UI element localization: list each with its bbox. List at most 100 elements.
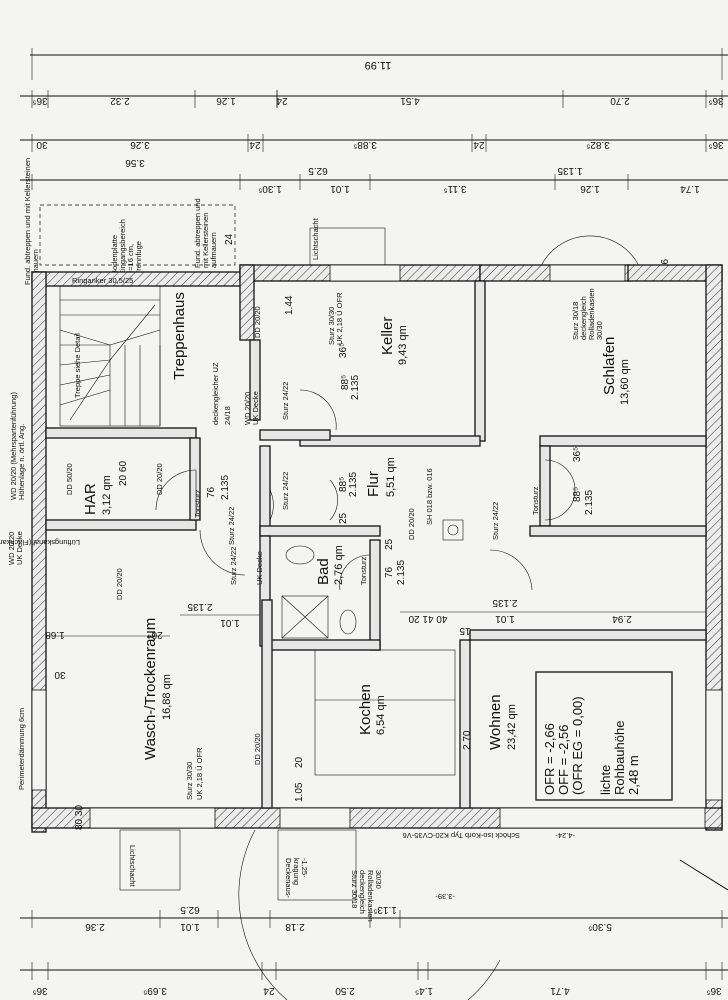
dim-2135-a: 2.135 — [350, 375, 361, 400]
svg-text:Trennfuge: Trennfuge — [134, 241, 143, 275]
dim-2135-c: 2.135 — [348, 472, 359, 497]
dim-row4-f: 1.135 — [557, 165, 582, 176]
note-dim-339: -3.39- — [435, 892, 455, 901]
room-kochen-area: 6,54 qm — [375, 695, 387, 735]
note-sturz-schlafen: Sturz 30/18 — [571, 302, 580, 340]
dim-105: 1.05 — [294, 782, 305, 802]
dim-294: 2.94 — [612, 613, 632, 624]
dim-144: 1.44 — [284, 295, 295, 315]
dim-20-60: 20 60 — [118, 461, 129, 486]
note-fund-left: Fund. abtreppen und mit Kellersteinen — [23, 158, 32, 285]
room-har-label: HAR — [82, 483, 99, 515]
dim-bottom2-g: 36⁵ — [706, 985, 721, 996]
svg-text:Rolladenkasten: Rolladenkasten — [366, 870, 375, 922]
room-keller-label: Keller — [379, 317, 396, 355]
dim-total-width: 11.99 — [365, 59, 392, 71]
room-bad-label: Bad — [315, 558, 332, 585]
svg-text:deckengleich: deckengleich — [358, 870, 367, 914]
note-wd-mehrsparten: WD 20/20 (Mehrspartenführung) — [9, 392, 18, 500]
note-sturz-keller: Sturz 30/30 — [327, 307, 336, 345]
info-rohbauhoehe: Rohbauhöhe — [612, 721, 627, 795]
dim-row4-a: 3.56 — [125, 157, 145, 168]
svg-text:Rolladenkasten: Rolladenkasten — [587, 288, 596, 340]
dim-bottom1-d: 2.18 — [285, 921, 305, 932]
dim-20-4: 20⁴ — [147, 629, 162, 640]
dim-88-c: 88⁵ — [572, 487, 583, 502]
dim-row4-b: 1.30⁵ — [258, 183, 282, 194]
svg-text:kragung: kragung — [292, 858, 301, 885]
svg-text:UK Decke: UK Decke — [255, 551, 264, 585]
top-annotations: Fund. abtreppen und mit Kellersteinen au… — [23, 158, 671, 285]
note-sturz-2422-b: Sturz 24/22 — [227, 507, 236, 545]
dim-25-a: 25 — [338, 512, 349, 524]
note-dd-5020: DD 50/20 — [65, 463, 74, 495]
room-treppenhaus-label: Treppenhaus — [171, 292, 188, 380]
dim-168: 1.68 — [45, 629, 65, 640]
level-info-box: OFR = -2,66 OFF = -2,56 (OFR EG = 0,00) … — [535, 671, 673, 801]
dim-row3-c: 24 — [249, 139, 261, 150]
svg-text:deckengleich: deckengleich — [579, 296, 588, 340]
top-dimensions: 11.99 36⁵ 2.32 1.26 24 4.51 2.70 36⁵ 30 … — [20, 48, 728, 194]
note-fund-right: Fund. abtreppen und — [193, 198, 202, 268]
note-tonsturz-c: Tonsturz — [359, 556, 368, 585]
note-wd-uk-decke: WD 20/20 — [243, 392, 252, 425]
dim-bottom1-e: 1.13⁵ — [373, 904, 397, 915]
dim-40-41: 40 41 20 — [408, 613, 447, 624]
info-height: 2,48 m — [626, 755, 641, 795]
dim-bottom2-d: 2.50 — [335, 985, 355, 996]
bathroom-fixtures — [281, 519, 464, 639]
kitchen-counter — [314, 649, 456, 776]
inner-notes: Ringanker 30,5/25 WD 20/20 (Mehrspartenf… — [0, 276, 604, 840]
svg-text:d=16 cm,: d=16 cm, — [126, 244, 135, 275]
svg-text:UK 2,18 Ü OFR: UK 2,18 Ü OFR — [195, 747, 204, 800]
note-sturz-2422-d: Sturz 24/22 — [491, 502, 500, 540]
dim-20: 20 — [294, 756, 305, 768]
dim-30-a: 30 — [54, 669, 66, 680]
room-wasch-label: Wasch-/Trockenraum — [142, 618, 159, 760]
dim-row2-a: 36⁵ — [32, 95, 47, 106]
room-wohnen-area: 23,42 qm — [506, 704, 518, 750]
dim-2135-f: 2.135 — [187, 601, 212, 612]
dim-bottom2-b: 3.69⁵ — [143, 985, 167, 996]
dim-bottom2-f: 4.71 — [550, 985, 570, 996]
dim-row2-e: 4.51 — [400, 95, 420, 106]
dim-76-b: 76 — [384, 566, 395, 578]
room-schlafen-label: Schlafen — [601, 337, 618, 395]
room-flur-area: 5,51 qm — [385, 457, 397, 497]
dim-101-b: 1.01 — [495, 613, 515, 624]
dim-row3-f: 3.82⁵ — [586, 139, 610, 150]
dim-76-a: 76 — [206, 486, 217, 498]
svg-text:mit Kellersteinen: mit Kellersteinen — [201, 213, 210, 268]
note-sturz-2422-a: Sturz 24/22 — [281, 382, 290, 420]
dim-88-a: 88⁵ — [340, 375, 351, 390]
note-wd-uk: WD 20/20 — [7, 532, 16, 565]
note-deckengleicher: deckengleicher UZ — [211, 362, 220, 425]
dim-2135-g: 2.135 — [492, 597, 517, 608]
dim-row4-c: 62.5 — [308, 165, 328, 176]
info-off: OFF = -2,56 — [556, 725, 571, 795]
dim-row2-g: 36⁵ — [708, 95, 723, 106]
dim-2135-b: 2.135 — [220, 475, 231, 500]
note-ringanker: Ringanker 30,5/25 — [72, 276, 133, 285]
note-dd-a: DD 20/20 — [253, 306, 262, 338]
dim-270: 2.70 — [462, 730, 473, 750]
dim-2135-e: 2.135 — [396, 560, 407, 585]
dim-row2-c: 1.26 — [216, 95, 236, 106]
svg-text:Höhenlage n. örtl. Ang.: Höhenlage n. örtl. Ang. — [17, 424, 26, 500]
svg-text:30/30: 30/30 — [595, 321, 604, 340]
svg-text:36: 36 — [660, 258, 671, 270]
dim-bottom1-f: 5.30⁵ — [588, 921, 612, 932]
dim-bottom2-e: 1.4⁵ — [415, 985, 433, 996]
dim-36-b: 36⁵ — [572, 447, 583, 462]
note-dd-d: DD 20/20 — [115, 568, 124, 600]
room-flur-label: Flur — [365, 471, 382, 497]
note-dd-b: DD 20/20 — [155, 463, 164, 495]
bottom-annotations: Lichtschacht Deckenaus- kragung -1.25- S… — [119, 829, 728, 922]
note-dd-c: DD 20/20 — [407, 508, 416, 540]
dim-80-30: 80 30 — [74, 805, 85, 830]
dim-row3-g: 36⁵ — [708, 139, 723, 150]
doors — [155, 389, 576, 1000]
dim-bottom2-a: 36⁵ — [32, 985, 47, 996]
dim-bottom1-b: 62.5 — [180, 904, 200, 915]
